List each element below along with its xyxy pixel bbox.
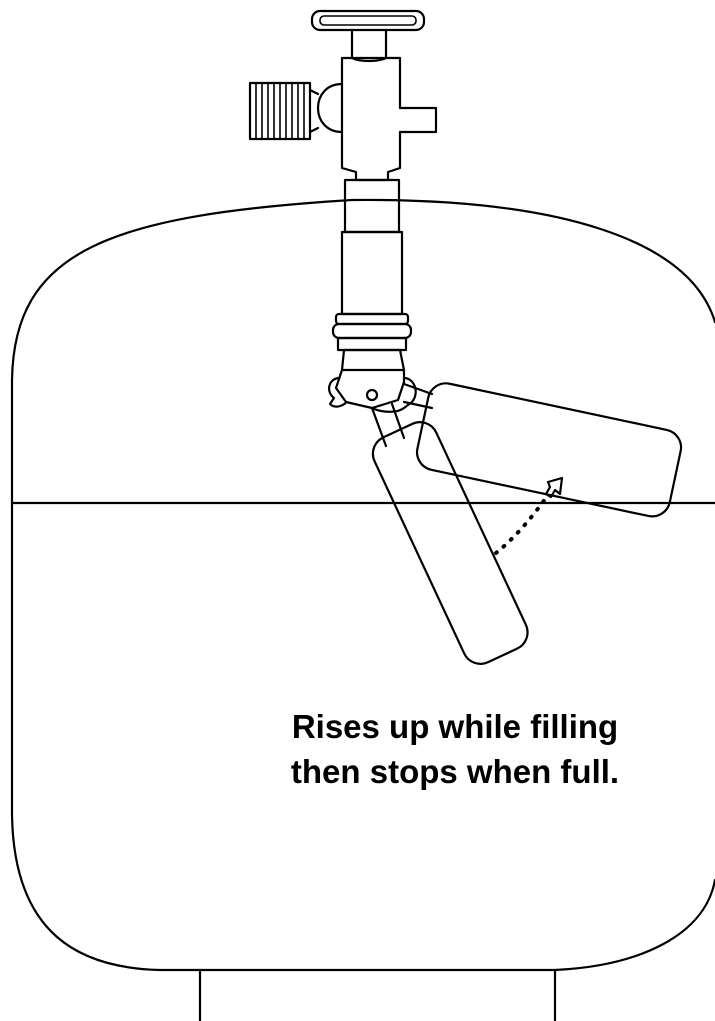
float-pivot: [328, 368, 434, 448]
valve-side-cap: [248, 81, 344, 141]
motion-arc-dotted: [494, 493, 550, 555]
float-raised: [415, 382, 683, 518]
tank-stand: [198, 968, 557, 1021]
valve-stem: [331, 178, 413, 372]
valve-handle: [310, 9, 426, 63]
float-lowered: [371, 421, 529, 665]
caption-line-1: Rises up while filling: [291, 708, 619, 745]
motion-arrow-head: [544, 476, 564, 499]
valve-body: [340, 56, 438, 182]
tank-outline: [10, 198, 715, 972]
diagram-caption: Rises up while filling then stops when f…: [230, 704, 680, 794]
caption-line-2: then stops when full.: [290, 753, 620, 790]
